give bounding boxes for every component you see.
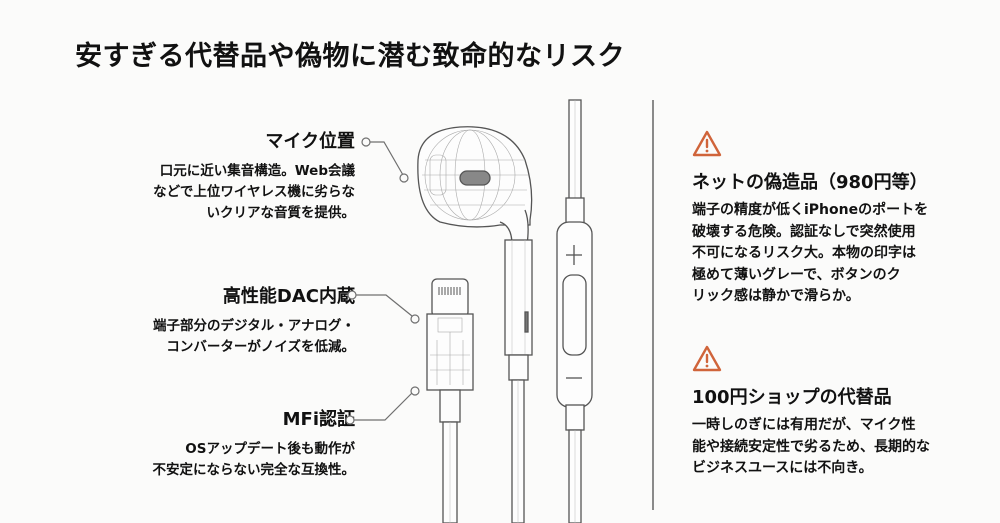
feature-mic-position: マイク位置 口元に近い集音構造。Web会議 などで上位ワイヤレス機に劣らな いク…: [153, 127, 355, 224]
feature-heading: 高性能DAC内蔵: [222, 286, 355, 307]
callout-line-mfi: [345, 386, 420, 425]
risk-heading: ネットの偽造品（980円等）: [692, 172, 928, 193]
page-title: 安すぎる代替品や偽物に潜む致命的なリスク: [75, 41, 625, 72]
warning-triangle-icon: [692, 130, 722, 157]
risk-counterfeit: ネットの偽造品（980円等） 端子の精度が低くiPhoneのポートを 破壊する危…: [692, 130, 982, 308]
risk-description: 端子の精度が低くiPhoneのポートを 破壊する危険。認証なしで突然使用 不可に…: [692, 202, 929, 304]
feature-column: マイク位置 口元に近い集音構造。Web会議 などで上位ワイヤレス機に劣らな いク…: [0, 0, 356, 523]
earpods-illustration: [345, 99, 593, 523]
feature-mfi: MFi認証 OSアップデート後も動作が 不安定にならない完全な互換性。: [153, 405, 356, 481]
feature-heading: マイク位置: [265, 131, 355, 152]
column-divider: [652, 100, 654, 510]
risk-100yen-shop: 100円ショップの代替品 一時しのぎには有用だが、マイク性 能や接続安定性で劣る…: [692, 345, 982, 480]
feature-description: OSアップデート後も動作が 不安定にならない完全な互換性。: [152, 441, 356, 478]
feature-heading: MFi認証: [282, 409, 355, 430]
warning-triangle-icon: [692, 345, 722, 372]
callout-line-mic: [361, 137, 409, 183]
callout-line-dac: [347, 290, 420, 324]
feature-dac: 高性能DAC内蔵 端子部分のデジタル・アナログ・ コンバーターがノイズを低減。: [153, 282, 355, 358]
feature-description: 口元に近い集音構造。Web会議 などで上位ワイヤレス機に劣らな いクリアな音質を…: [153, 163, 355, 221]
risk-description: 一時しのぎには有用だが、マイク性 能や接続安定性で劣るため、長期的な ビジネスユ…: [692, 417, 930, 476]
feature-description: 端子部分のデジタル・アナログ・ コンバーターがノイズを低減。: [153, 318, 355, 355]
risk-heading: 100円ショップの代替品: [692, 387, 892, 408]
